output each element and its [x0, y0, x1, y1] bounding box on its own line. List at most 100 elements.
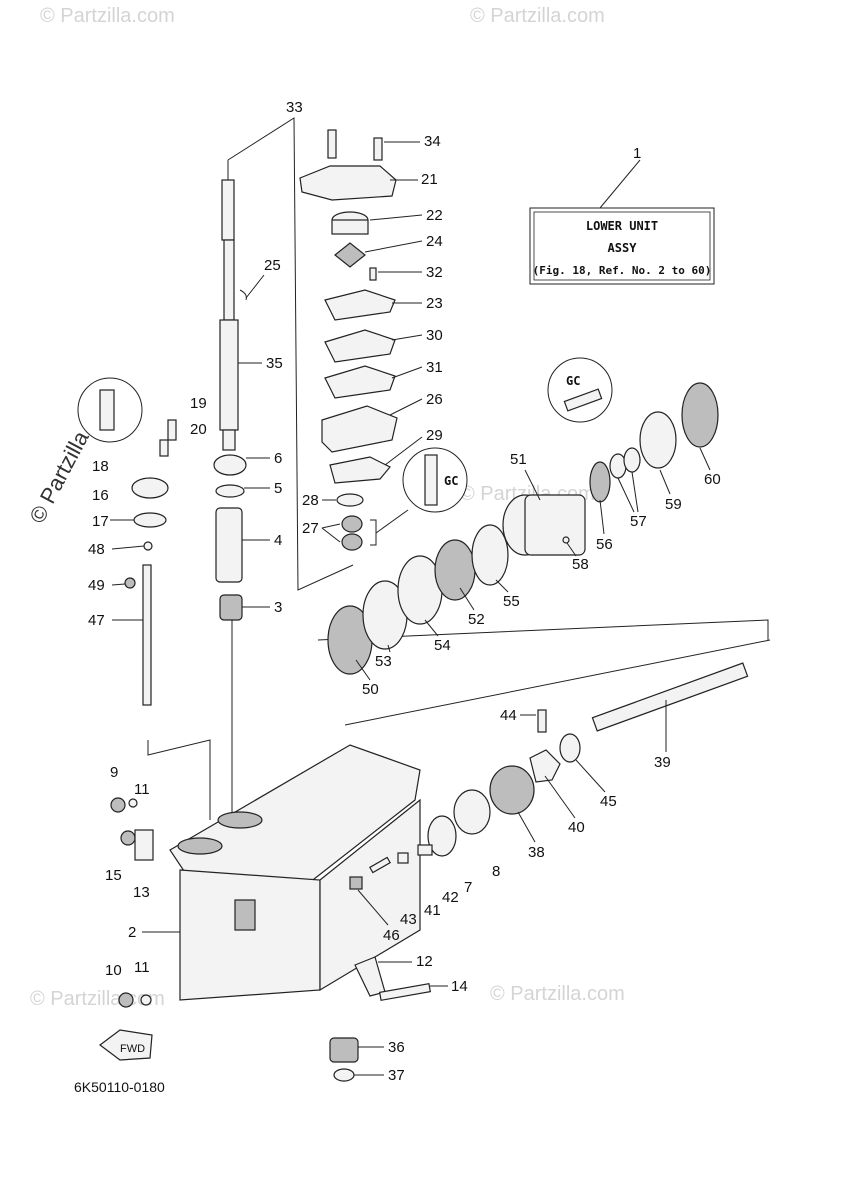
fwd-label: FWD [120, 1043, 145, 1055]
part-12-shift-cam [354, 956, 386, 997]
callout-21: 21 [421, 171, 438, 188]
box-line-1: LOWER UNIT [586, 219, 658, 233]
callout-60: 60 [704, 471, 721, 488]
callout-7: 7 [464, 879, 472, 896]
callout-1: 1 [633, 145, 641, 162]
drive-shaft [219, 179, 239, 451]
callout-41: 41 [424, 902, 441, 919]
callout-22: 22 [426, 207, 443, 224]
lube-gc-middle: GC [444, 474, 458, 488]
assembly-lines [147, 117, 771, 820]
callout-55: 55 [503, 593, 520, 610]
callout-18: 18 [92, 458, 109, 475]
box-line-2: ASSY [608, 241, 638, 255]
watermark-bottom-right: © Partzilla.com [490, 983, 625, 1005]
callout-33: 33 [286, 99, 303, 116]
watermark-top-left: © Partzilla.com [40, 5, 175, 27]
lower-unit-assy-box: LOWER UNIT ASSY (Fig. 18, Ref. No. 2 to … [529, 159, 715, 285]
part-37-nut [333, 1068, 355, 1082]
callout-23: 23 [426, 295, 443, 312]
callout-49: 49 [88, 577, 105, 594]
callout-6: 6 [274, 450, 282, 467]
callout-29: 29 [426, 427, 443, 444]
part-11-washer-top [128, 798, 138, 808]
callout-24: 24 [426, 233, 443, 250]
lube-symbol-middle: GC [402, 447, 468, 513]
callout-39: 39 [654, 754, 671, 771]
part-5-oring [215, 484, 245, 498]
callout-32: 32 [426, 264, 443, 281]
bearing-housing-assy [327, 382, 719, 675]
callout-57: 57 [630, 513, 647, 530]
callout-16: 16 [92, 487, 109, 504]
callout-14: 14 [451, 978, 468, 995]
callout-38: 38 [528, 844, 545, 861]
callout-34: 34 [424, 133, 441, 150]
lube-gc-right: GC [566, 374, 580, 388]
callout-9: 9 [110, 764, 118, 781]
callout-8: 8 [492, 863, 500, 880]
callout-30: 30 [426, 327, 443, 344]
callout-13: 13 [133, 884, 150, 901]
callout-26: 26 [426, 391, 443, 408]
callout-45: 45 [600, 793, 617, 810]
lube-symbol-right: GC [547, 357, 613, 423]
callout-48: 48 [88, 541, 105, 558]
part-13-anode [134, 829, 154, 861]
callout-56: 56 [596, 536, 613, 553]
callout-10: 10 [105, 962, 122, 979]
callout-53: 53 [375, 653, 392, 670]
water-pump-stack [299, 129, 398, 551]
part-4-sleeve [215, 507, 243, 583]
callout-12: 12 [416, 953, 433, 970]
callout-11-bottom: 11 [134, 959, 150, 976]
part-36-pinion [329, 1037, 359, 1063]
callout-46: 46 [383, 927, 400, 944]
part-6-seal [213, 454, 247, 476]
callout-15: 15 [105, 867, 122, 884]
callout-28: 28 [302, 492, 319, 509]
part-3-bearing [219, 594, 243, 621]
callout-19: 19 [190, 395, 207, 412]
pin-25 [239, 289, 247, 301]
part-9-bolt [110, 797, 126, 813]
callout-58: 58 [572, 556, 589, 573]
callout-25: 25 [264, 257, 281, 274]
callout-35: 35 [266, 355, 283, 372]
callout-5: 5 [274, 480, 282, 497]
callout-44: 44 [500, 707, 517, 724]
callout-50: 50 [362, 681, 379, 698]
lube-symbol-left [77, 377, 143, 443]
shift-rod-assy [124, 419, 177, 706]
part-14-bolt [378, 983, 432, 1001]
callout-20: 20 [190, 421, 207, 438]
callout-40: 40 [568, 819, 585, 836]
callout-59: 59 [665, 496, 682, 513]
callout-43: 43 [400, 911, 417, 928]
callout-54: 54 [434, 637, 451, 654]
callout-51: 51 [510, 451, 527, 468]
callout-42: 42 [442, 889, 459, 906]
callout-11-top: 11 [134, 781, 150, 798]
callout-36: 36 [388, 1039, 405, 1056]
propeller-shaft-assy [349, 662, 749, 890]
fwd-arrow: FWD [99, 1029, 153, 1061]
part-11-washer-bottom [140, 994, 152, 1006]
callout-2: 2 [128, 924, 136, 941]
watermark-top-right: © Partzilla.com [470, 5, 605, 27]
diagram-code: 6K50110-0180 [74, 1079, 165, 1095]
part-15-bolt [120, 830, 136, 846]
callout-17: 17 [92, 513, 109, 530]
callout-27: 27 [302, 520, 319, 537]
callout-4: 4 [274, 532, 282, 549]
callout-37: 37 [388, 1067, 405, 1084]
callout-52: 52 [468, 611, 485, 628]
callout-47: 47 [88, 612, 105, 629]
box-line-3: (Fig. 18, Ref. No. 2 to 60) [533, 264, 712, 277]
part-10-plug [118, 992, 134, 1008]
callout-31: 31 [426, 359, 443, 376]
lower-case-housing [169, 744, 421, 1001]
callout-3: 3 [274, 599, 282, 616]
